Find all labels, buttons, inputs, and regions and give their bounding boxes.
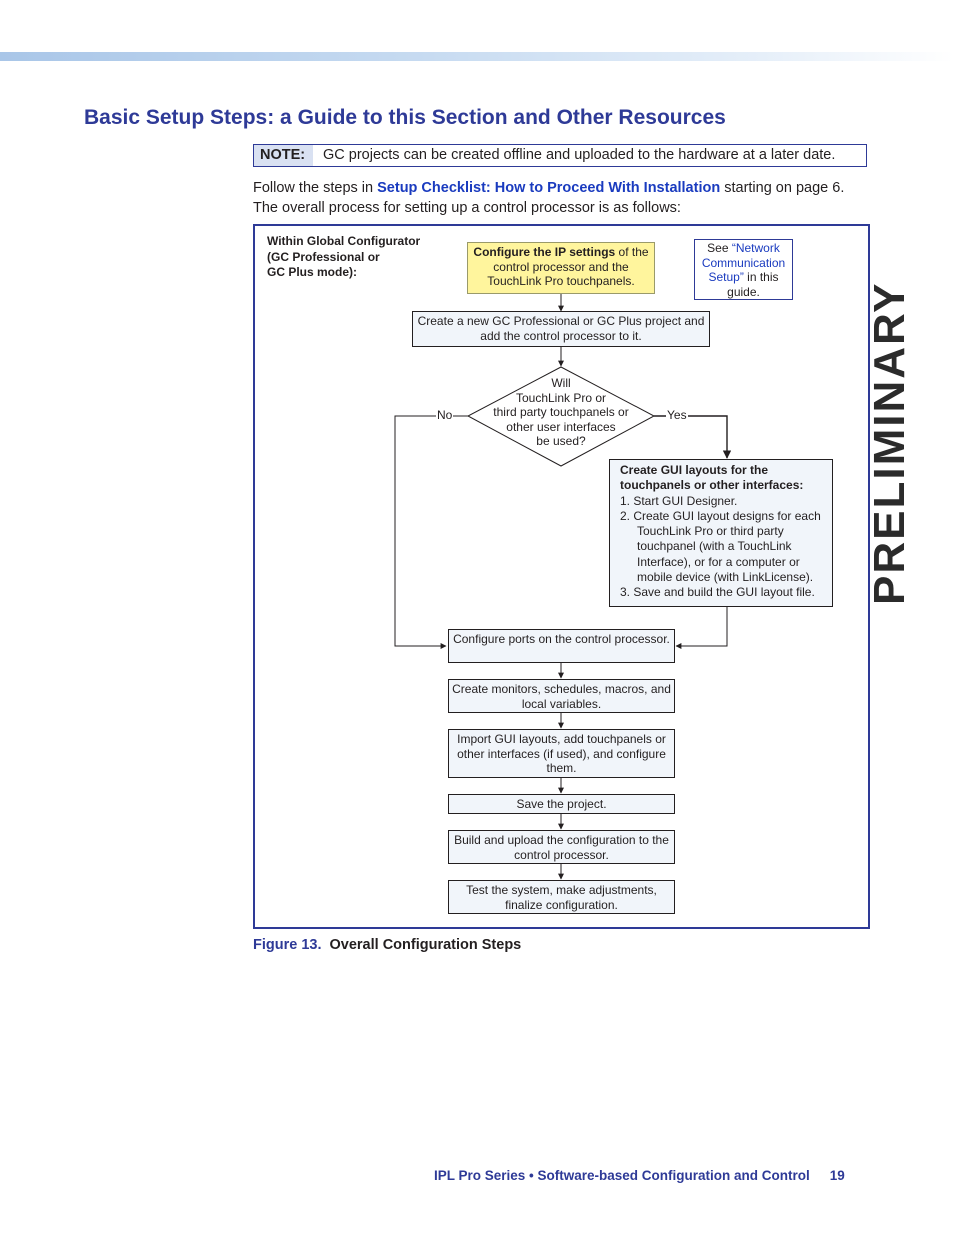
step-test-system: Test the system, make adjustments, final… <box>448 880 675 914</box>
page-footer: IPL Pro Series • Software-based Configur… <box>434 1168 845 1183</box>
figure-caption: Figure 13. Overall Configuration Steps <box>253 937 521 953</box>
network-setup-link[interactable]: “Network Communication Setup” <box>701 241 786 285</box>
see-reference-box: See “Network Communication Setup” in thi… <box>694 239 793 300</box>
decision-diamond <box>466 366 656 467</box>
gc-mode-label: Within Global Configurator (GC Professio… <box>267 234 421 279</box>
no-label: No <box>436 408 454 422</box>
footer-text: IPL Pro Series • Software-based Configur… <box>434 1168 810 1183</box>
arrow-gui-to-ports <box>675 607 728 649</box>
ip-settings-box: Configure the IP settings of the control… <box>467 242 655 294</box>
preliminary-watermark: PRELIMINARY <box>865 281 914 606</box>
decision-text: Will TouchLink Pro or third party touchp… <box>493 376 629 448</box>
arrow-yes-to-gui <box>654 415 732 459</box>
gui-heading: Create GUI layouts for the touchpanels o… <box>620 463 804 493</box>
step-import-gui: Import GUI layouts, add touchpanels or o… <box>448 729 675 778</box>
header-gradient-bar <box>0 52 954 61</box>
flowchart-frame <box>253 224 870 929</box>
gui-layouts-box: Create GUI layouts for the touchpanels o… <box>609 459 833 607</box>
figure-title: Overall Configuration Steps <box>329 937 522 953</box>
note-box: NOTE: GC projects can be created offline… <box>253 144 867 167</box>
arrow-no-to-ports <box>394 415 468 649</box>
gui-step: 1. Start GUI Designer. <box>620 493 738 508</box>
note-text: GC projects can be created offline and u… <box>323 147 836 163</box>
note-label: NOTE: <box>254 145 313 166</box>
setup-checklist-link[interactable]: Setup Checklist: How to Proceed With Ins… <box>377 180 721 196</box>
intro-paragraph: Follow the steps in Setup Checklist: How… <box>253 179 853 218</box>
step-save-project: Save the project. <box>448 794 675 814</box>
step-configure-ports: Configure ports on the control processor… <box>448 629 675 663</box>
intro-text-post: starting on page 6. The overall process … <box>253 180 845 216</box>
page-title: Basic Setup Steps: a Guide to this Secti… <box>84 106 726 129</box>
gui-step: 3. Save and build the GUI layout file. <box>620 585 815 600</box>
create-project-box: Create a new GC Professional or GC Plus … <box>412 311 710 347</box>
yes-label: Yes <box>666 408 688 422</box>
gui-step: 2. Create GUI layout designs for each To… <box>620 508 821 585</box>
page-number: 19 <box>829 1168 845 1183</box>
figure-number: Figure 13. <box>253 937 322 953</box>
step-build-upload: Build and upload the configuration to th… <box>448 830 675 864</box>
step-create-monitors: Create monitors, schedules, macros, and … <box>448 679 675 713</box>
intro-text-pre: Follow the steps in <box>253 180 378 196</box>
